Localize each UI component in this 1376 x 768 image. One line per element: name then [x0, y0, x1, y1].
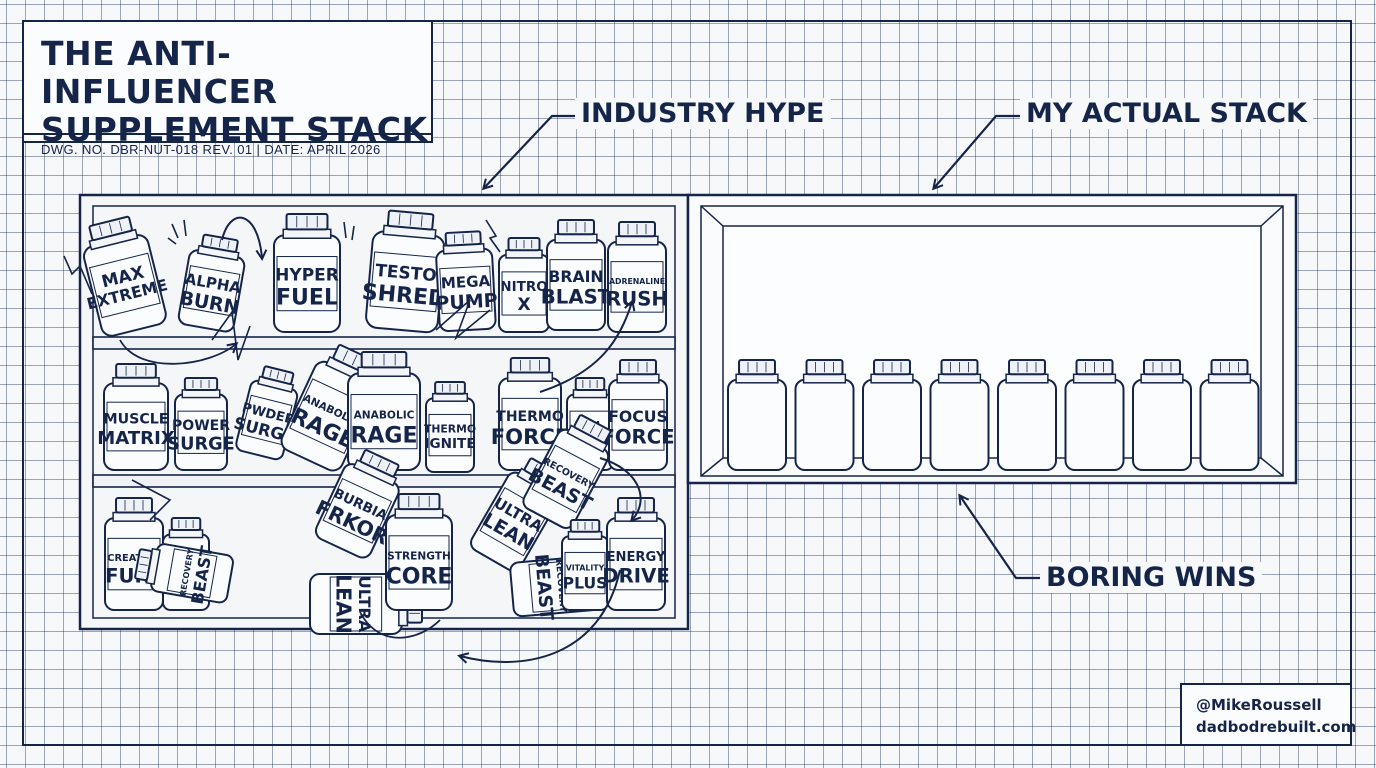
page-title: THE ANTI-INFLUENCER SUPPLEMENT STACK — [41, 35, 431, 149]
hype-cabinet-shelf-1 — [92, 336, 676, 350]
bottle-label-line-1: POWER — [172, 418, 230, 434]
bottle-label-line-1: NITRO — [500, 279, 547, 295]
plain-bottle — [997, 359, 1057, 471]
bottle-label-line-1: ENERGY — [607, 550, 666, 565]
callout-my-actual-stack: MY ACTUAL STACK — [1020, 98, 1313, 129]
chaos-arrow — [599, 457, 642, 520]
drawing-info: DWG. NO. DBR-NUT-018 REV. 01 | DATE: APR… — [41, 142, 381, 157]
bottle-label-line-2: RAGE — [350, 423, 417, 448]
chaos-arrow — [539, 302, 632, 393]
bottle-label-line-2: CORE — [386, 564, 453, 589]
title-line-2: SUPPLEMENT STACK — [41, 110, 428, 149]
hype-bottle-top: ADRENALINE RUSH — [606, 221, 668, 333]
bottle-label-line-2: SURGE — [167, 434, 234, 454]
credit-box: @MikeRoussell dadbodrebuilt.com — [1180, 683, 1356, 746]
bottle-label-line-1: ULTRA — [355, 576, 374, 633]
bottle-label-line-2: X — [517, 295, 530, 315]
bottle-label-line-1: THERMO — [424, 423, 476, 436]
plain-bottle — [794, 359, 855, 471]
chaos-arrow — [460, 569, 621, 662]
plain-bottle — [1199, 359, 1260, 471]
credit-website: dadbodrebuilt.com — [1196, 718, 1357, 736]
bottle-label-line-2: IGNITE — [424, 436, 475, 452]
credit-handle: @MikeRoussell — [1196, 696, 1322, 714]
bottle-label-line-1: BRAIN — [548, 267, 603, 286]
title-block: THE ANTI-INFLUENCER SUPPLEMENT STACK DWG… — [22, 20, 433, 157]
bottle-label-line-1: ADRENALINE — [609, 277, 665, 286]
bottle-label-line-2: PLUS — [563, 574, 608, 592]
chaos-arrow — [119, 339, 236, 365]
callout-boring-wins: BORING WINS — [1040, 562, 1263, 593]
chaos-arrow — [359, 611, 441, 639]
leader-industry-hype — [484, 114, 576, 188]
bottle-label-line-1: STRENGTH — [387, 550, 451, 562]
plain-bottle — [1064, 359, 1125, 471]
hype-bottle-middle: ANABOLIC RAGE — [347, 351, 421, 471]
hype-bottle-bottom: STRENGTH CORE — [385, 493, 453, 611]
chaos-arrow — [221, 216, 262, 258]
title-line-1: THE ANTI-INFLUENCER — [41, 34, 278, 111]
bottle-label-line-1: ANABOLIC — [354, 409, 415, 421]
actual-stack-cabinet — [686, 193, 1298, 485]
bottle-label-line-2: DRIVE — [602, 565, 670, 588]
spark-marks — [63, 219, 501, 521]
drawing-border — [22, 20, 1352, 746]
bottle-label-line-2: FORCE — [601, 426, 674, 449]
bottle-label-line-2: LEAN — [332, 574, 356, 634]
bottle-label-line-2: RUSH — [606, 288, 668, 311]
plain-bottle — [727, 359, 787, 471]
bottle-label-line-1: HYPER — [275, 265, 339, 285]
bottle-label-line-1: MUSCLE — [103, 412, 168, 428]
bottle-label-line-2: MATRIX — [97, 428, 175, 449]
leader-my-actual-stack — [934, 114, 1020, 188]
callout-industry-hype: INDUSTRY HYPE — [575, 98, 831, 129]
leader-boring-wins — [960, 496, 1040, 580]
bottle-label-line-2: BLAST — [541, 286, 612, 309]
bottle-label-line-1: MEGA — [440, 272, 491, 293]
plain-bottle — [929, 359, 990, 471]
bottle-label-line-1: CREATINE — [107, 553, 160, 564]
bottle-label-line-1: VITALITY — [566, 564, 605, 573]
bottle-label-line-1: FOCUS — [608, 407, 668, 426]
plain-bottle — [862, 359, 922, 471]
bottle-label-line-2: FUEL — [276, 285, 338, 310]
plain-bottle — [1132, 359, 1192, 471]
bottle-label-line-1: THERMO — [496, 409, 564, 425]
title-divider — [24, 133, 431, 135]
